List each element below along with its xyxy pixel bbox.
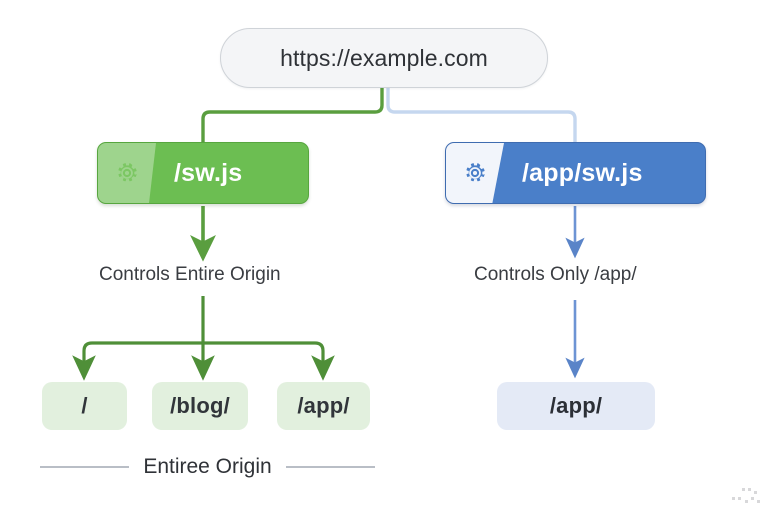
origin-url-label: https://example.com (280, 44, 488, 71)
footer-rule-left (40, 466, 130, 468)
gear-icon (466, 163, 485, 182)
service-worker-card-app[interactable]: /app/sw.js (445, 142, 706, 204)
footer-label: Entiree Origin (143, 455, 272, 478)
service-worker-card-root[interactable]: /sw.js (97, 142, 309, 204)
caption-controls-entire-origin: Controls Entire Origin (99, 264, 281, 285)
scope-chip-blog[interactable]: /blog/ (152, 382, 248, 430)
footer-rule-right (285, 466, 376, 468)
corner-watermark (728, 484, 762, 508)
caption-controls-only-app: Controls Only /app/ (474, 264, 637, 285)
origin-url-node[interactable]: https://example.com (220, 28, 548, 88)
gear-icon (118, 163, 137, 182)
edge-origin-to-blue (386, 86, 577, 144)
edge-green-to-chip-app (201, 341, 335, 381)
gear-icon-panel-green (98, 143, 156, 203)
service-worker-label-root: /sw.js (174, 158, 243, 187)
footer-legend: Entiree Origin (40, 450, 376, 484)
gear-icon-panel-blue (446, 143, 504, 203)
edge-origin-to-green (201, 86, 384, 144)
scope-chip-root[interactable]: / (42, 382, 127, 430)
scope-chip-app-green[interactable]: /app/ (277, 382, 370, 430)
scope-chip-app-blue[interactable]: /app/ (497, 382, 655, 430)
service-worker-label-app: /app/sw.js (522, 158, 643, 187)
edge-green-to-chip-root (72, 341, 205, 381)
